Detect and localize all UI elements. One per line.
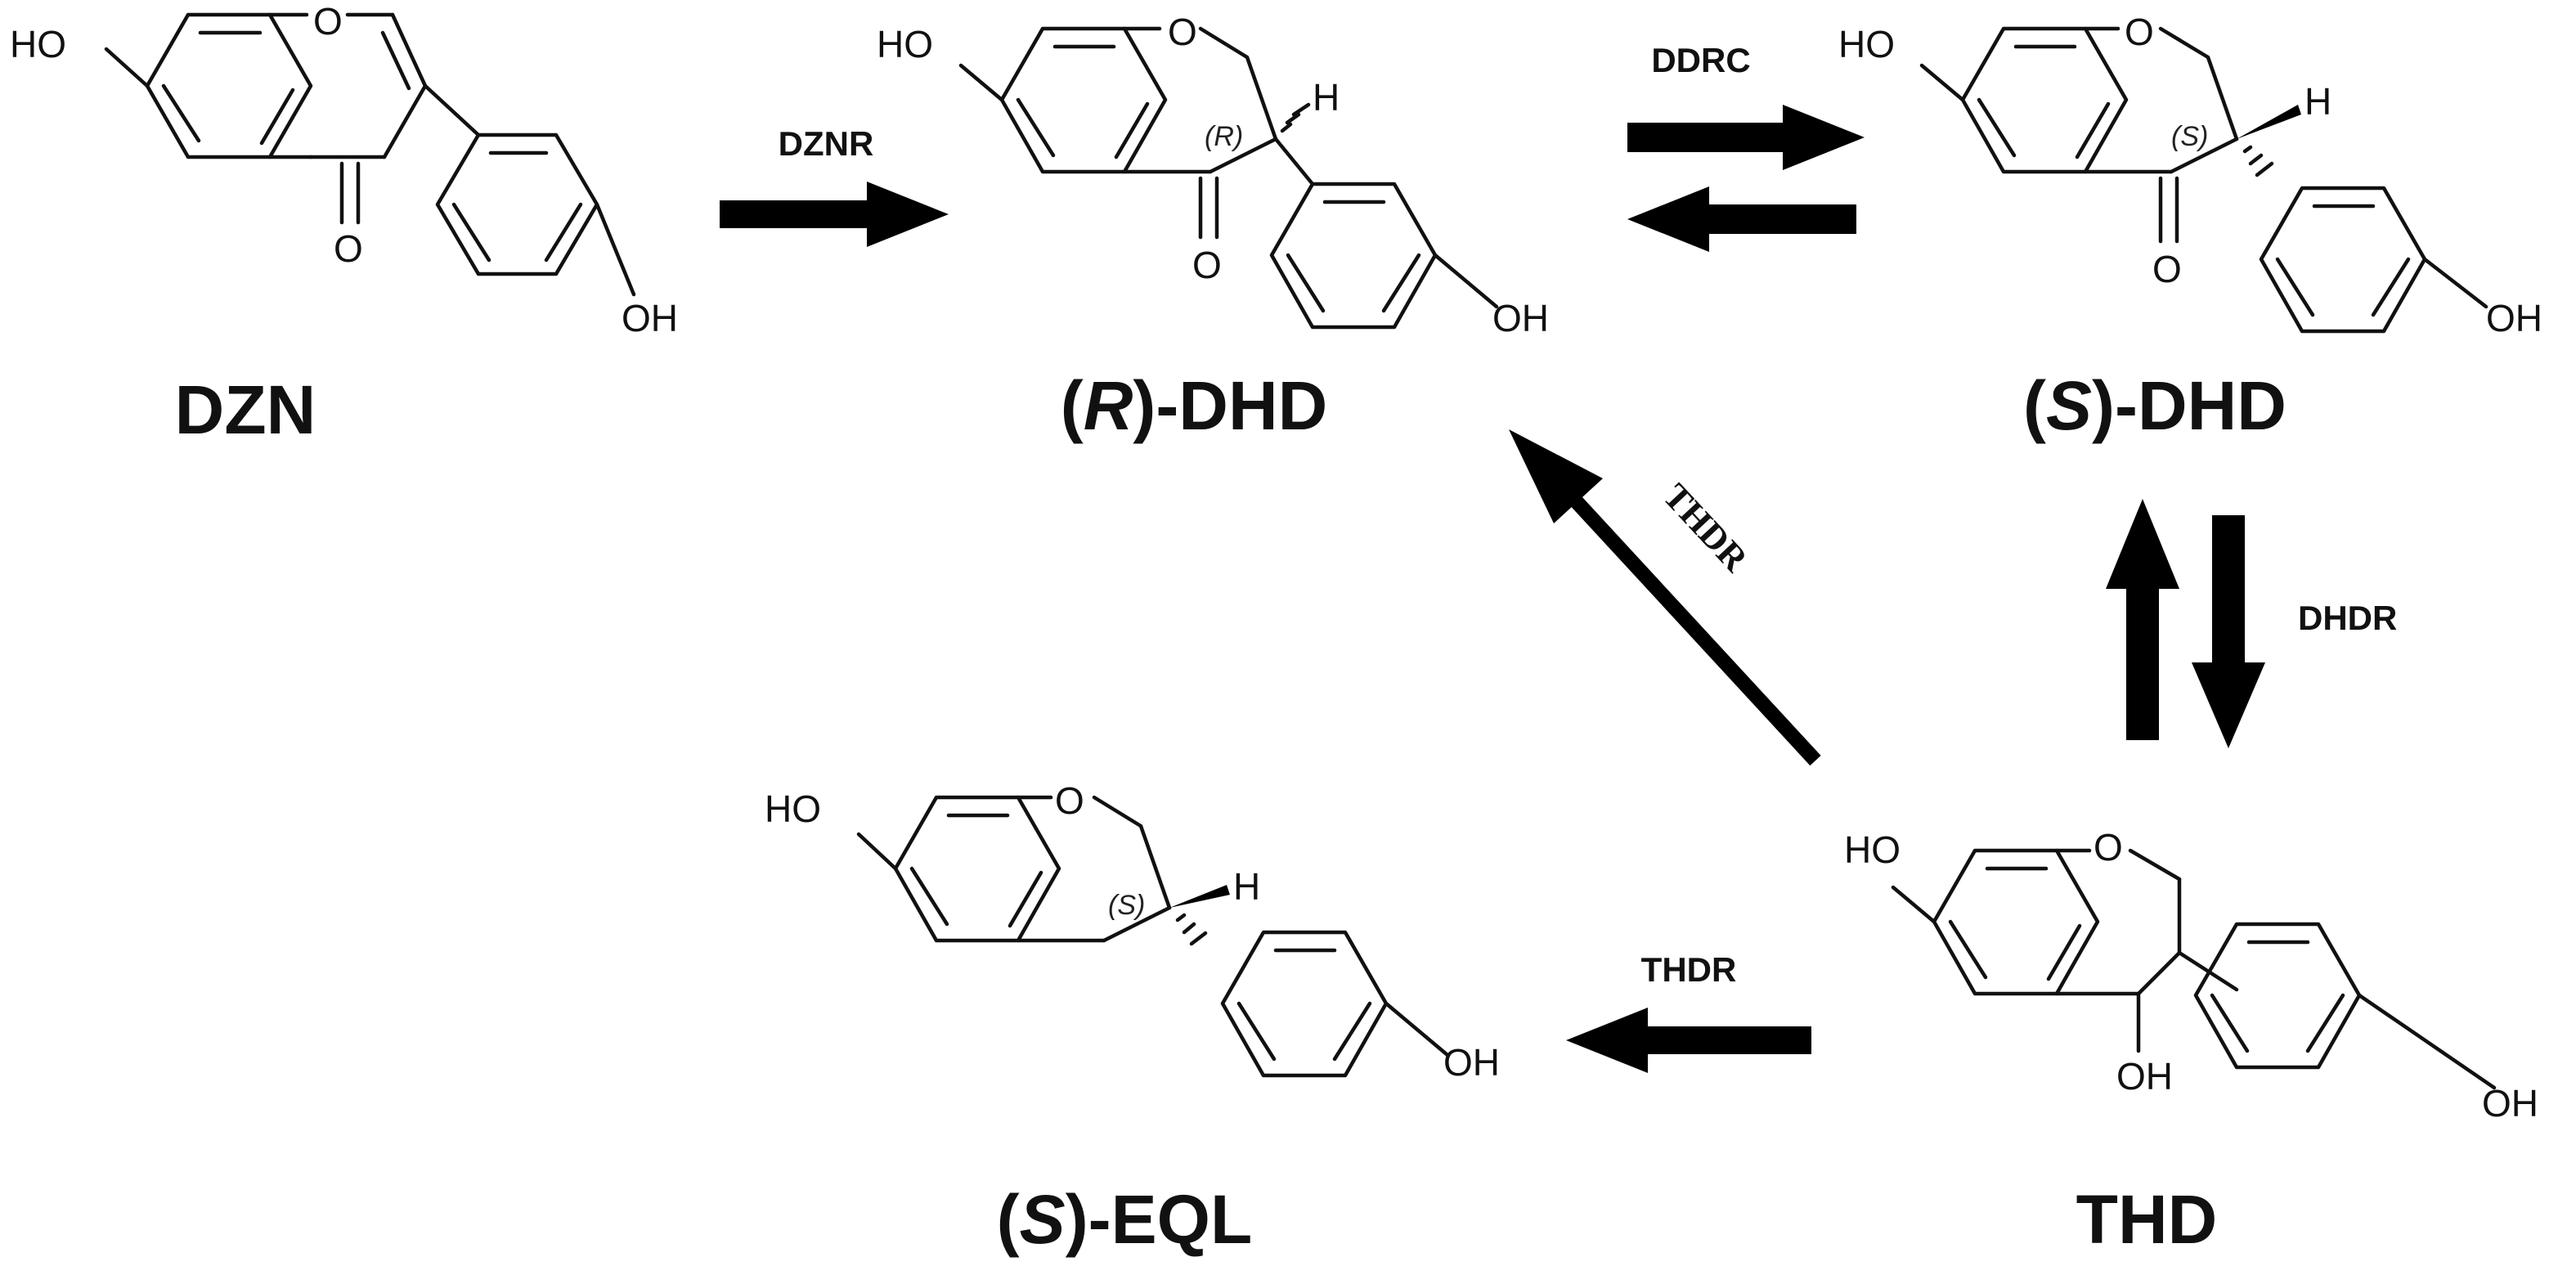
compound-r-dhd: HO O O H (R) OH (R)-DHD (877, 11, 1549, 444)
dzn-carbonyl-oxygen: O (334, 227, 363, 270)
arrow-thd-to-s-dhd (2106, 499, 2179, 740)
arrow-dznr (720, 182, 949, 247)
r-dhd-ho-label: HO (877, 23, 933, 65)
compound-dzn: HO O O OH DZN (10, 0, 678, 448)
s-eql-name: (S)-EQL (997, 1181, 1253, 1258)
r-dhd-carbonyl-oxygen: O (1192, 244, 1222, 286)
r-dhd-name: (R)-DHD (1061, 367, 1328, 444)
s-eql-ho-label: HO (765, 788, 821, 830)
thd-ring-oxygen: O (2094, 826, 2123, 869)
r-dhd-h-label: H (1313, 76, 1340, 119)
enzyme-dhdr-label: DHDR (2298, 599, 2397, 637)
compound-s-dhd: HO O O H (S) OH (S)-DHD (1838, 11, 2542, 444)
s-dhd-ring-oxygen: O (2125, 11, 2154, 53)
r-dhd-oh-label: OH (1492, 297, 1549, 339)
s-dhd-ho-label: HO (1838, 23, 1895, 65)
dzn-structure (104, 12, 636, 297)
s-dhd-carbonyl-oxygen: O (2152, 248, 2182, 290)
enzyme-dznr-label: DZNR (779, 124, 874, 163)
s-dhd-h-label: H (2304, 80, 2331, 123)
r-dhd-structure (958, 26, 1499, 330)
thd-structure (1891, 848, 2497, 1090)
enzyme-ddrc-label: DDRC (1651, 41, 1750, 79)
s-dhd-name: (S)-DHD (2023, 367, 2287, 444)
s-dhd-stereocenter-label: (S) (2171, 121, 2208, 152)
thd-oh-label: OH (2482, 1082, 2538, 1125)
thd-ho-label: HO (1844, 828, 1901, 871)
dzn-name: DZN (175, 371, 316, 448)
arrow-thdr-diagonal (1509, 429, 1821, 766)
arrow-thdr-bottom (1566, 1008, 1811, 1073)
enzyme-thdr-bottom-label: THDR (1641, 950, 1737, 989)
compound-s-eql: HO O H (S) OH (S)-EQL (765, 779, 1500, 1258)
enzyme-thdr-diagonal-label: THDR (1655, 476, 1756, 580)
s-eql-oh-label: OH (1443, 1041, 1500, 1084)
arrow-ddrc-forward (1627, 105, 1865, 170)
s-eql-ring-oxygen: O (1055, 779, 1084, 822)
r-dhd-ring-oxygen: O (1168, 11, 1197, 53)
dzn-oh-label: OH (622, 297, 678, 339)
compound-thd: HO O OH OH THD (1844, 826, 2538, 1258)
arrow-ddrc-reverse (1627, 186, 1856, 252)
dzn-ring-oxygen: O (313, 0, 343, 43)
arrow-dhdr (2192, 515, 2265, 748)
thd-4-oh-label: OH (2116, 1055, 2173, 1098)
thd-name: THD (2076, 1181, 2218, 1258)
s-eql-stereocenter-label: (S) (1108, 890, 1145, 921)
s-dhd-structure (1919, 26, 2488, 334)
dzn-ho-label: HO (10, 23, 66, 65)
s-eql-structure (856, 795, 1450, 1078)
s-dhd-oh-label: OH (2486, 297, 2542, 339)
r-dhd-stereocenter-label: (R) (1205, 121, 1243, 152)
s-eql-h-label: H (1233, 865, 1260, 908)
